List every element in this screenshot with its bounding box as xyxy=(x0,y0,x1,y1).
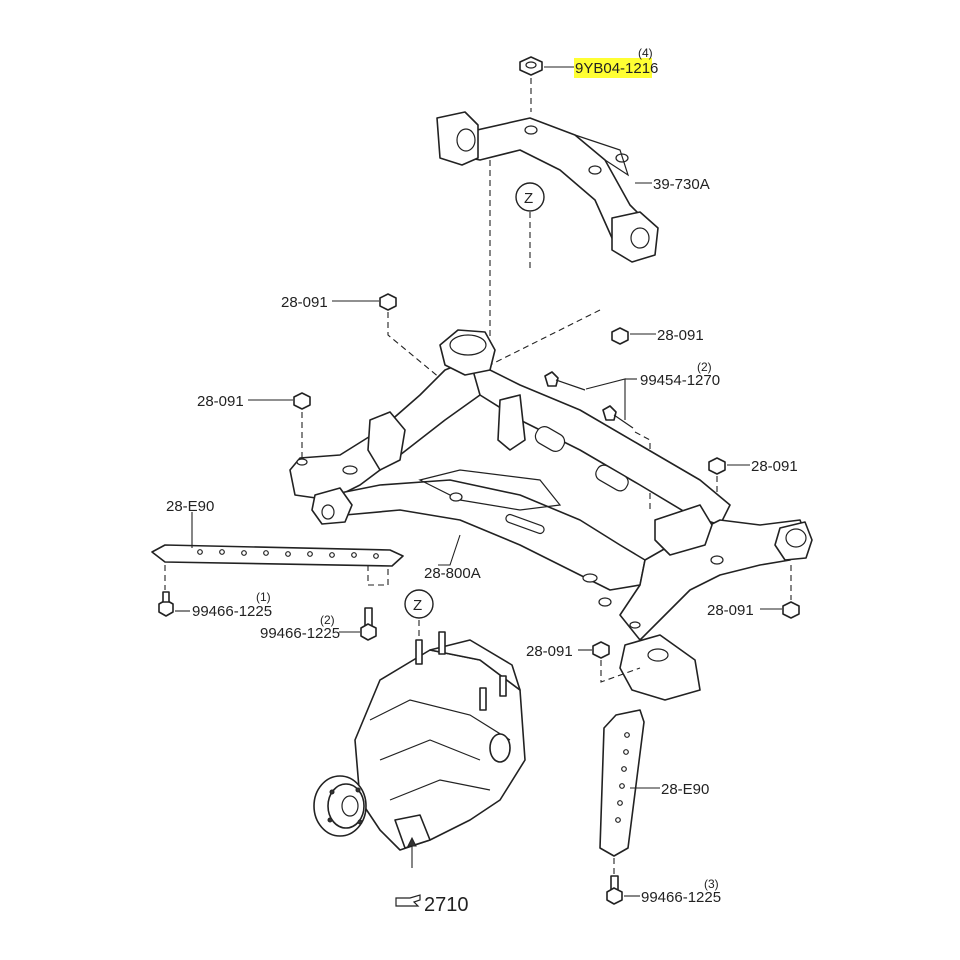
nut-right-upper[interactable] xyxy=(611,327,629,345)
bolt-right-upper-b[interactable] xyxy=(602,405,634,429)
nut-right-low[interactable] xyxy=(782,601,800,619)
bolt-right-3[interactable] xyxy=(606,875,623,905)
nut-right-mid[interactable] xyxy=(708,457,726,475)
bolt-left-1[interactable] xyxy=(158,591,174,617)
mount-part-number[interactable]: 39-730A xyxy=(653,176,710,193)
ref-z-bottom[interactable]: Z xyxy=(404,589,434,619)
diff-reference[interactable]: 2710 xyxy=(395,894,469,916)
bolt-left2-part-number[interactable]: 99466-1225 xyxy=(260,625,340,642)
lateral-link-right[interactable] xyxy=(599,709,645,857)
svg-text:Z: Z xyxy=(413,597,422,614)
rear-crossmember[interactable] xyxy=(289,329,813,701)
bolt-right-qty: (2) xyxy=(697,360,712,374)
svg-text:Z: Z xyxy=(524,190,533,207)
nut-left-upper[interactable] xyxy=(379,293,397,311)
bolt-right-upper-a[interactable] xyxy=(544,371,586,391)
top-flange-nut[interactable] xyxy=(519,56,543,76)
top-bolt-qty: (4) xyxy=(638,46,653,60)
bolt-left2-qty: (2) xyxy=(320,613,335,627)
rear-differential[interactable] xyxy=(313,631,526,851)
bolt-left1-part-number[interactable]: 99466-1225 xyxy=(192,603,272,620)
bolt-right-part-number[interactable]: 99454-1270 xyxy=(640,372,720,389)
part-highlight xyxy=(574,58,652,78)
nut-left-mid[interactable] xyxy=(293,392,311,410)
nut-right-low-label[interactable]: 28-091 xyxy=(707,602,754,619)
ref-z-top[interactable]: Z xyxy=(515,182,545,212)
nut-right-mid-label[interactable]: 28-091 xyxy=(751,458,798,475)
link-right-part-number[interactable]: 28-E90 xyxy=(661,781,709,798)
bolt-right3-part-number[interactable]: 99466-1225 xyxy=(641,889,721,906)
bolt-left-2[interactable] xyxy=(360,607,377,641)
nut-left-upper-label[interactable]: 28-091 xyxy=(281,294,328,311)
differential-mount[interactable] xyxy=(436,111,659,263)
nut-left-mid-label[interactable]: 28-091 xyxy=(197,393,244,410)
nut-right-upper-label[interactable]: 28-091 xyxy=(657,327,704,344)
crossmember-part-number[interactable]: 28-800A xyxy=(424,565,481,582)
top-bolt-part-number[interactable]: 9YB04-1216 xyxy=(575,60,658,77)
link-left-part-number[interactable]: 28-E90 xyxy=(166,498,214,515)
nut-center-low-label[interactable]: 28-091 xyxy=(526,643,573,660)
nut-center-low[interactable] xyxy=(592,641,610,659)
lateral-link-left[interactable] xyxy=(151,544,404,567)
bolt-left1-qty: (1) xyxy=(256,590,271,604)
pointing-hand-icon xyxy=(395,894,421,907)
bolt-right3-qty: (3) xyxy=(704,877,719,891)
svg-text:2710: 2710 xyxy=(424,894,469,916)
